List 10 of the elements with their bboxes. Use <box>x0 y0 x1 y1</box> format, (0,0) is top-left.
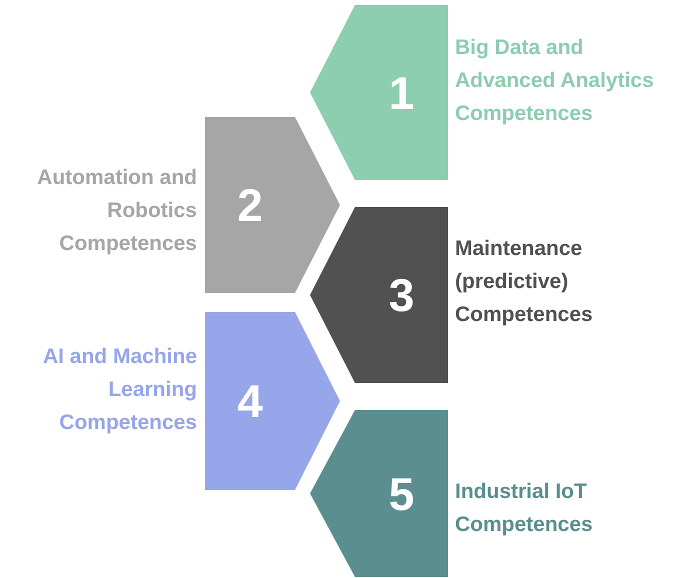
step-label: Big Data and Advanced Analytics Competences <box>455 35 655 127</box>
step-number: 1 <box>388 70 414 116</box>
step-label: Automation and Robotics Competences <box>36 165 197 257</box>
step-number: 4 <box>237 378 263 424</box>
step-number: 3 <box>388 272 414 318</box>
step-number: 2 <box>237 182 263 228</box>
step-number: 5 <box>388 470 414 516</box>
step-label: AI and Machine Learning Competences <box>42 344 197 436</box>
step-label: Industrial IoT Competences <box>455 479 594 538</box>
step-label: Maintenance (predictive) Competences <box>455 236 594 328</box>
